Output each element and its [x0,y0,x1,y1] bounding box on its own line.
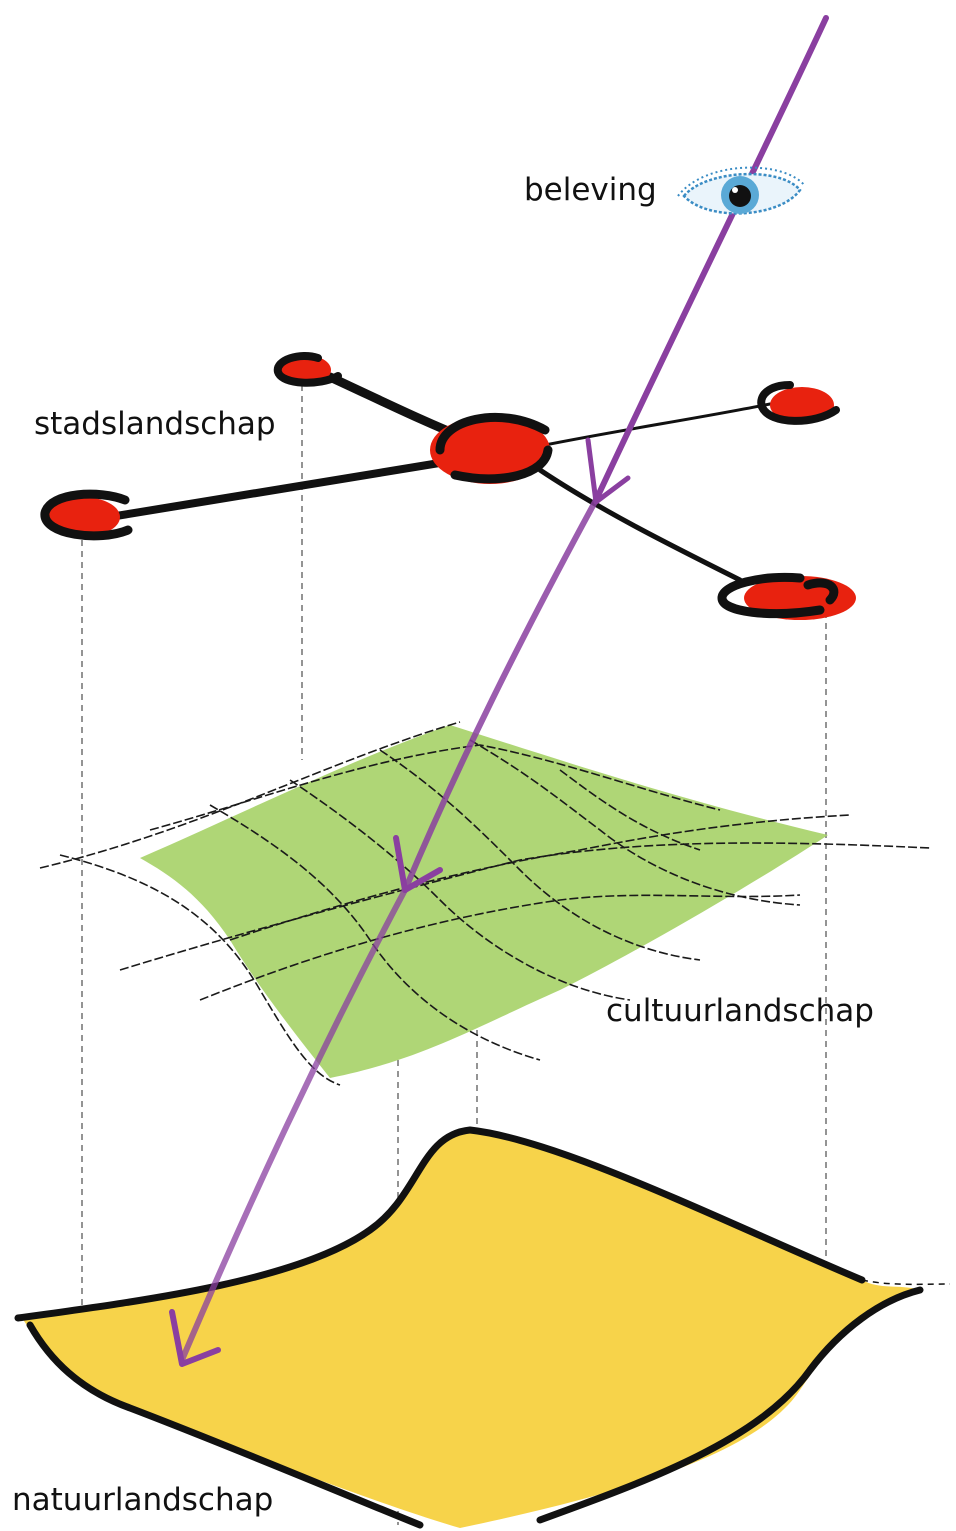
city-node-right [757,381,840,425]
network-link [543,402,772,447]
grid-line [59,854,341,1086]
grid-line [379,749,701,961]
grid-line [199,894,801,1001]
grid-line [289,779,631,1001]
city-node-left [40,489,133,541]
natuurlandschap-plane [14,1126,951,1529]
terrain-plane-icon [22,1130,920,1528]
city-node-center [430,412,553,484]
city-node-top-left [273,351,342,387]
city-nodes [40,351,856,620]
stadslandschap-network [40,351,856,620]
label-stadslandschap: stadslandschap [34,406,276,442]
grid-line [39,721,461,869]
arrow-shaft-bottom [179,887,408,1363]
grid-plane-icon [140,725,828,1078]
eye-pupil [729,185,751,207]
arrow-shaft-top [593,15,829,503]
network-link [106,454,474,521]
grid-line [229,814,851,941]
arrowhead [169,1309,221,1367]
terrain-outline-bottom [26,1286,924,1529]
label-beleving: beleving [524,172,657,208]
terrain-extension [861,1279,951,1286]
arrowhead [585,437,631,505]
grid-line [469,739,801,906]
perception-arrow [169,15,829,1367]
arrowhead [393,835,443,893]
network-link [537,467,743,583]
city-node-bottom-right [717,572,856,620]
grid-line [209,804,541,1061]
eye-highlight [732,187,738,193]
terrain-outline-top [14,1126,866,1322]
eye-upper-lid [677,166,806,197]
grid-line [119,842,931,971]
grid-line [559,769,701,851]
arrow-shaft-middle [402,497,599,893]
label-cultuurlandschap: cultuurlandschap [606,993,874,1029]
label-natuurlandschap: natuurlandschap [12,1482,274,1518]
cultuurlandschap-plane [39,721,931,1086]
eye-icon [677,166,806,215]
